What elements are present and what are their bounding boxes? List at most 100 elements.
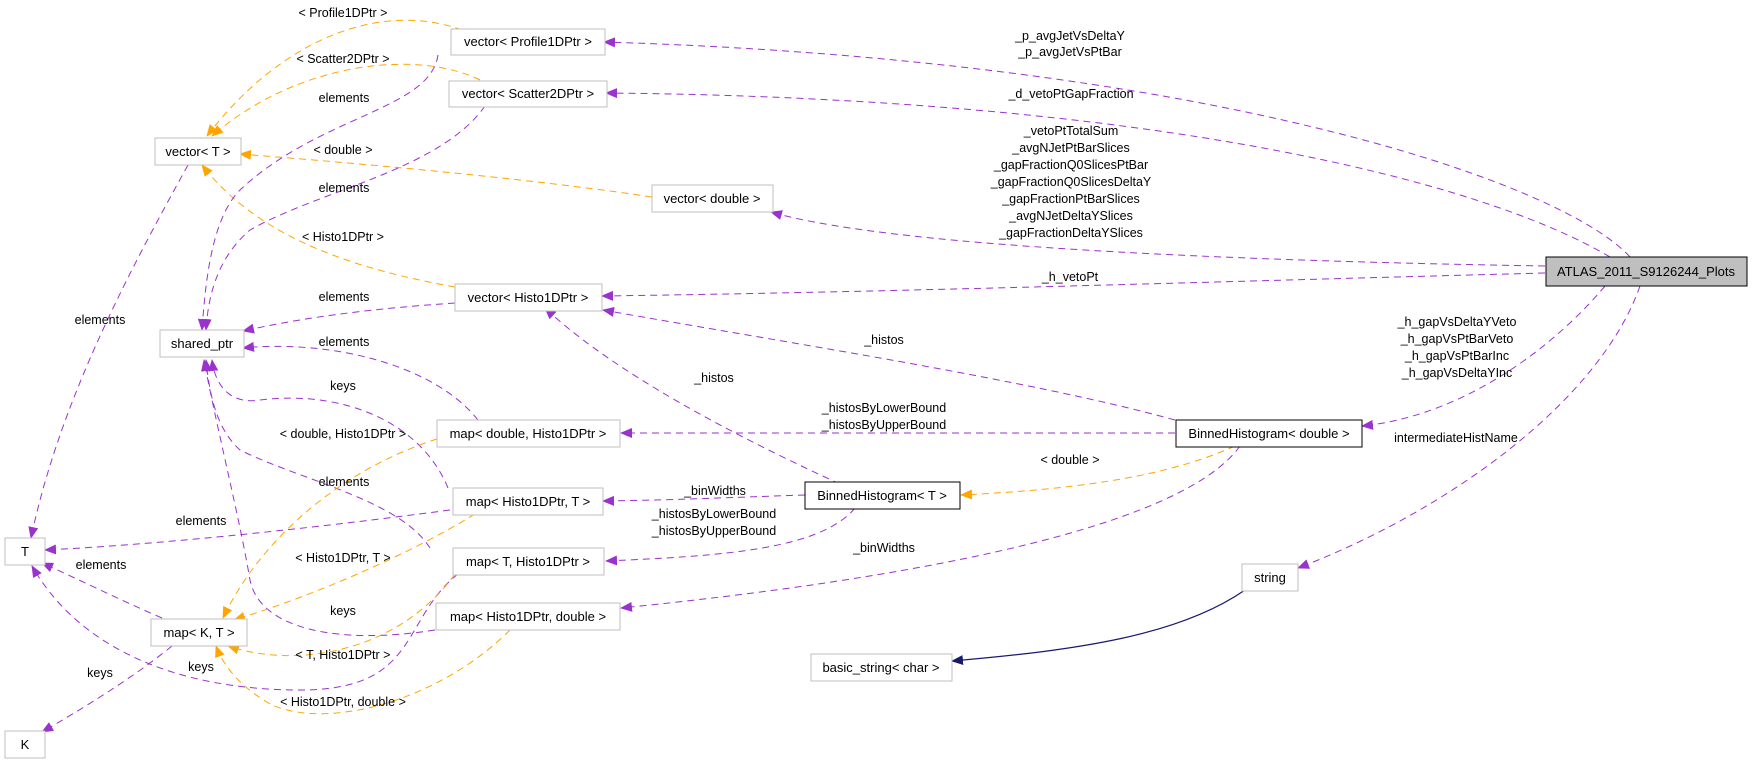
node-vector-scatter2dptr[interactable]: vector< Scatter2DPtr > xyxy=(448,80,608,108)
edge-vT-T xyxy=(28,164,189,539)
edge-vdouble-vT xyxy=(239,149,653,198)
edge-mkt-T xyxy=(41,562,163,619)
node-shared-ptr[interactable]: shared_ptr xyxy=(159,329,245,358)
edge-label: elements xyxy=(176,514,227,528)
edges xyxy=(28,19,1641,733)
edge-label: _gapFractionDeltaYSlices xyxy=(998,226,1143,240)
edge-atlas-vdouble xyxy=(770,210,1546,267)
edge-mth-sptr xyxy=(202,359,431,549)
node-map-k-t[interactable]: map< K, T > xyxy=(150,618,248,647)
node-label: ATLAS_2011_S9126244_Plots xyxy=(1557,264,1736,279)
edge-mht-sptr xyxy=(208,359,449,489)
node-label: K xyxy=(21,737,30,752)
node-binnedhistogram-t[interactable]: BinnedHistogram< T > xyxy=(804,481,961,510)
edge-mdh-mkt xyxy=(222,438,438,619)
edge-label: _histosByUpperBound xyxy=(651,524,776,538)
edge-label: _h_gapVsPtBarVeto xyxy=(1400,332,1514,346)
node-label: BinnedHistogram< double > xyxy=(1188,426,1349,441)
edge-label: elements xyxy=(319,181,370,195)
node-t[interactable]: T xyxy=(4,537,46,566)
edge-label: < Scatter2DPtr > xyxy=(296,52,389,66)
node-binnedhistogram-double[interactable]: BinnedHistogram< double > xyxy=(1175,419,1363,448)
edge-vscat-sptr xyxy=(201,105,486,331)
edge-label: keys xyxy=(188,660,214,674)
edge-label: _binWidths xyxy=(683,484,746,498)
node-label: map< Histo1DPtr, T > xyxy=(466,494,591,509)
edge-atlas-vhisto xyxy=(601,272,1546,301)
node-map-double-histo1dptr[interactable]: map< double, Histo1DPtr > xyxy=(436,419,621,448)
edge-vprof-vT xyxy=(206,19,463,137)
node-label: basic_string< char > xyxy=(822,660,939,675)
edge-label: _h_vetoPt xyxy=(1041,270,1099,284)
node-label: vector< double > xyxy=(664,191,761,206)
node-map-histo1dptr-t[interactable]: map< Histo1DPtr, T > xyxy=(452,487,604,516)
node-label: vector< Histo1DPtr > xyxy=(468,290,589,305)
edge-label: keys xyxy=(87,666,113,680)
edge-label: _h_gapVsPtBarInc xyxy=(1404,349,1509,363)
edge-vprof-sptr xyxy=(197,54,439,331)
edge-atlas-vscat xyxy=(605,88,1611,258)
node-label: shared_ptr xyxy=(171,336,234,351)
edge-mth-mkt xyxy=(227,573,456,656)
edge-label: keys xyxy=(330,379,356,393)
edge-label: _gapFractionPtBarSlices xyxy=(1001,192,1140,206)
edge-label: elements xyxy=(319,335,370,349)
node-label: map< Histo1DPtr, double > xyxy=(450,609,606,624)
node-map-histo1dptr-double[interactable]: map< Histo1DPtr, double > xyxy=(435,602,621,631)
node-basic-string-char[interactable]: basic_string< char > xyxy=(810,653,953,682)
node-vector-profile1dptr[interactable]: vector< Profile1DPtr > xyxy=(450,28,606,56)
edge-mhd-mkt xyxy=(215,629,511,715)
edge-atlas-bhd xyxy=(1361,285,1606,430)
edge-bht-mht xyxy=(602,494,806,506)
node-string[interactable]: string xyxy=(1241,563,1299,592)
edge-labels: _p_avgJetVsDeltaY _p_avgJetVsPtBar _d_ve… xyxy=(75,6,1518,709)
node-label: map< double, Histo1DPtr > xyxy=(450,426,607,441)
edge-label: elements xyxy=(75,313,126,327)
edge-vhisto-vT xyxy=(201,164,456,288)
node-atlas[interactable]: ATLAS_2011_S9126244_Plots xyxy=(1545,256,1748,287)
edge-label: < double > xyxy=(313,143,372,157)
edge-label: _histos xyxy=(863,333,904,347)
node-vector-histo1dptr[interactable]: vector< Histo1DPtr > xyxy=(454,283,603,312)
edge-label: _h_gapVsDeltaYVeto xyxy=(1397,315,1517,329)
node-label: string xyxy=(1254,570,1286,585)
node-label: vector< Scatter2DPtr > xyxy=(462,86,594,101)
edge-label: _histos xyxy=(693,371,734,385)
edge-label: < T, Histo1DPtr > xyxy=(296,648,391,662)
edge-mkt-K xyxy=(41,645,173,733)
edge-mht-T xyxy=(44,509,451,555)
node-label: map< K, T > xyxy=(163,625,234,640)
edge-vscat-vT xyxy=(211,63,481,137)
node-label: T xyxy=(21,544,29,559)
edge-label: _histosByLowerBound xyxy=(651,507,776,521)
nodes: ATLAS_2011_S9126244_Plots vector< Profil… xyxy=(4,28,1748,759)
edge-label: _vetoPtTotalSum xyxy=(1023,124,1119,138)
edge-mht-mkt xyxy=(233,513,476,622)
edge-label: _avgNJetDeltaYSlices xyxy=(1008,209,1133,223)
edge-label: elements xyxy=(76,558,127,572)
node-map-t-histo1dptr[interactable]: map< T, Histo1DPtr > xyxy=(452,547,605,576)
edge-label: _binWidths xyxy=(852,541,915,555)
edge-str-bstr xyxy=(951,589,1246,666)
node-k[interactable]: K xyxy=(4,730,46,759)
edge-bhd-bht xyxy=(960,445,1236,500)
node-vector-double[interactable]: vector< double > xyxy=(651,184,774,213)
edge-label: < Histo1DPtr, T > xyxy=(295,551,390,565)
edge-label: < double, Histo1DPtr > xyxy=(280,427,406,441)
edge-label: elements xyxy=(319,475,370,489)
edge-atlas-vprof xyxy=(603,37,1631,258)
edge-label: keys xyxy=(330,604,356,618)
edge-label: _avgNJetPtBarSlices xyxy=(1011,141,1129,155)
edge-label: < Profile1DPtr > xyxy=(299,6,388,20)
edge-vhisto-sptr xyxy=(242,302,456,334)
edge-atlas-str xyxy=(1297,285,1641,569)
edge-label: _gapFractionQ0SlicesDeltaY xyxy=(990,175,1152,189)
node-vector-t[interactable]: vector< T > xyxy=(154,137,242,166)
edge-bhd-vhisto xyxy=(602,307,1176,421)
edge-mhd-sptr xyxy=(201,359,436,637)
edge-mdh-sptr xyxy=(242,341,479,421)
edge-label: elements xyxy=(319,290,370,304)
node-label: BinnedHistogram< T > xyxy=(817,488,947,503)
node-label: vector< T > xyxy=(165,144,230,159)
